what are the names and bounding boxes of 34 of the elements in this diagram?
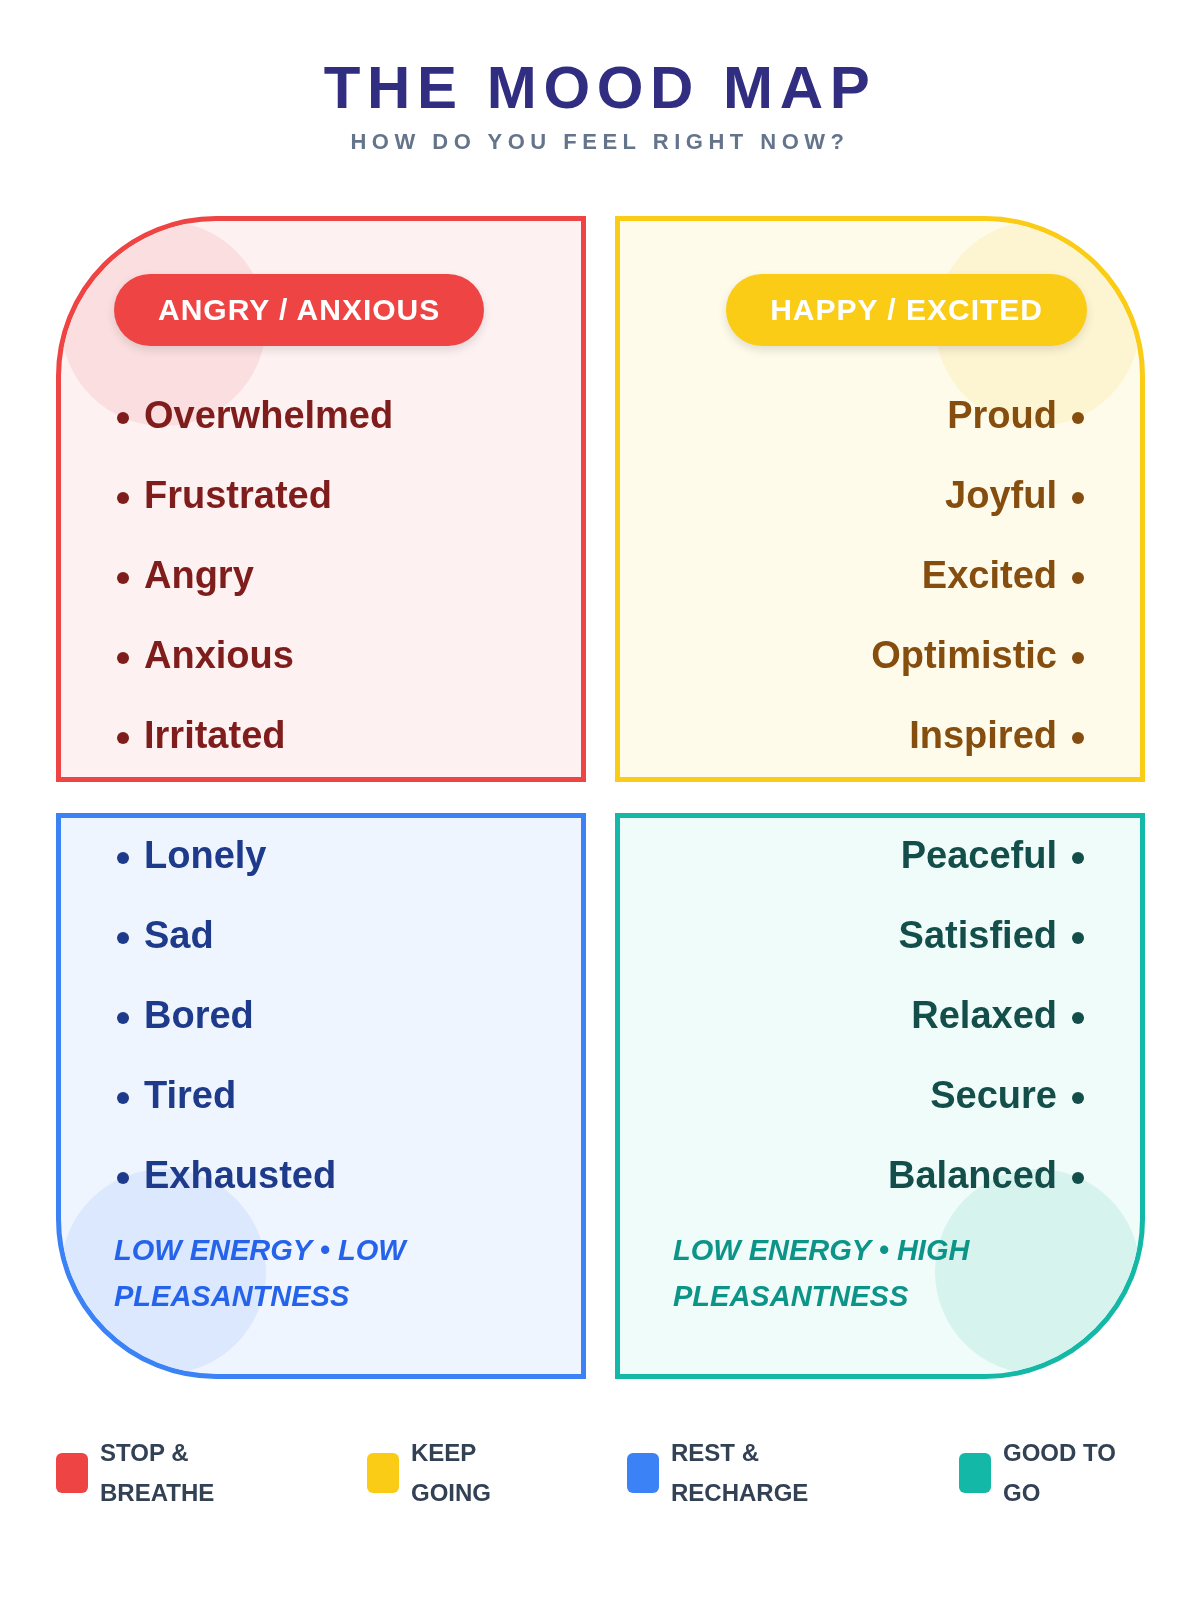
page-title: THE MOOD MAP: [323, 58, 877, 118]
emotion-label: Lonely: [144, 836, 267, 874]
category-pill: ANGRY / ANXIOUS: [114, 274, 485, 346]
quadrant-panel: [615, 813, 1145, 1379]
emotion-label: Inspired: [909, 716, 1057, 754]
emotion-label: Balanced: [888, 1156, 1057, 1194]
emotion-label: Excited: [921, 556, 1057, 594]
page-subtitle: HOW DO YOU FEEL RIGHT NOW?: [350, 131, 850, 153]
emotion-label: Relaxed: [911, 996, 1057, 1034]
emotion-label: Peaceful: [900, 836, 1057, 874]
legend-label: REST & RECHARGE: [671, 1438, 810, 1508]
quadrant-panel: [615, 216, 1145, 782]
emotion-label: Irritated: [144, 716, 286, 754]
emotion-label: Optimistic: [871, 636, 1057, 674]
emotion-label: Anxious: [144, 636, 294, 674]
legend-label: KEEP GOING: [411, 1438, 492, 1508]
energy-note: LOW ENERGY • LOW PLEASANTNESS: [114, 1233, 409, 1314]
emotion-label: Joyful: [945, 476, 1057, 514]
emotion-label: Overwhelmed: [144, 396, 394, 434]
emotion-label: Satisfied: [898, 916, 1057, 954]
category-pill: HAPPY / EXCITED: [726, 274, 1087, 346]
emotion-label: Exhausted: [144, 1156, 337, 1194]
legend-label: STOP & BREATHE: [100, 1438, 216, 1508]
emotion-label: Proud: [947, 396, 1057, 434]
emotion-label: Frustrated: [144, 476, 332, 514]
legend-label: GOOD TO GO: [1003, 1438, 1117, 1508]
emotion-label: Sad: [144, 916, 214, 954]
emotion-label: Tired: [144, 1076, 237, 1114]
emotion-label: Angry: [144, 556, 254, 594]
emotion-label: Bored: [144, 996, 254, 1034]
emotion-label: Secure: [930, 1076, 1057, 1114]
quadrant-panel: [56, 216, 586, 782]
energy-note: LOW ENERGY • HIGH PLEASANTNESS: [673, 1233, 971, 1314]
quadrant-panel: [56, 813, 586, 1379]
